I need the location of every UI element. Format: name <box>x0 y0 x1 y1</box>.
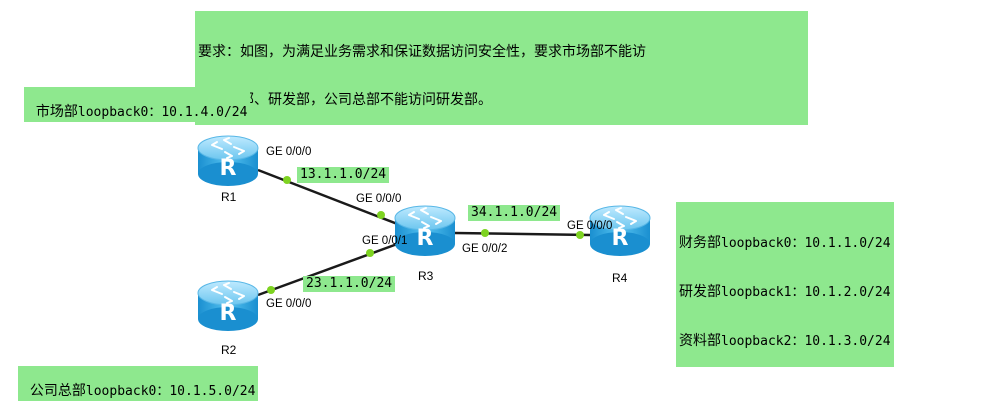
port-dot-r3-ge2 <box>481 229 489 237</box>
port-label-r4: GE 0/0/0 <box>567 220 613 232</box>
subnet-r3-r4: 34.1.1.0/24 <box>468 205 561 221</box>
rnd-dept-name: 研发部 <box>679 284 721 300</box>
router-name-r3: R3 <box>418 269 434 283</box>
port-label-r3-ge0: GE 0/0/0 <box>356 193 402 205</box>
hq-dept-name: 公司总部 <box>29 383 86 399</box>
link-r2-r3 <box>257 241 401 297</box>
router-icon-r3[interactable] <box>394 205 456 257</box>
data-dept-row: 资料部loopback2：10.1.3.0/24 <box>679 333 891 350</box>
router-name-r2: R2 <box>221 343 237 357</box>
finance-dept-addr: loopback0：10.1.1.0/24 <box>721 236 891 251</box>
market-dept-name: 市场部 <box>35 104 78 120</box>
hq-dept-label: 公司总部loopback0：10.1.5.0/24 <box>18 366 259 401</box>
router-icon-r1[interactable] <box>197 135 259 187</box>
market-dept-label: 市场部loopback0：10.1.4.0/24 <box>24 87 251 122</box>
router-icon-r2[interactable] <box>197 280 259 332</box>
requirement-line-1: 要求：如图，为满足业务需求和保证数据访问安全性，要求市场部不能访 <box>198 44 646 60</box>
hq-dept-addr: loopback0：10.1.5.0/24 <box>85 384 256 399</box>
data-dept-addr: loopback2：10.1.3.0/24 <box>721 334 891 349</box>
rnd-dept-row: 研发部loopback1：10.1.2.0/24 <box>679 284 891 301</box>
port-dot-r3-ge1 <box>366 249 374 257</box>
link-r1-r3 <box>257 168 401 227</box>
port-dot-r2 <box>267 286 275 294</box>
link-r3-r4 <box>454 231 591 237</box>
requirement-line-2: 问财务部、研发部，公司总部不能访问研发部。 <box>198 92 492 108</box>
r4-dept-labels: 财务部loopback0：10.1.1.0/24 研发部loopback1：10… <box>676 202 894 367</box>
port-label-r1: GE 0/0/0 <box>266 146 312 158</box>
subnet-r1-r3: 13.1.1.0/24 <box>297 167 390 183</box>
data-dept-name: 资料部 <box>679 333 721 349</box>
requirement-note: 要求：如图，为满足业务需求和保证数据访问安全性，要求市场部不能访 问财务部、研发… <box>195 11 808 125</box>
router-name-r4: R4 <box>612 271 628 285</box>
port-dot-r4 <box>576 231 584 239</box>
rnd-dept-addr: loopback1：10.1.2.0/24 <box>721 285 891 300</box>
market-dept-addr: loopback0：10.1.4.0/24 <box>77 105 248 120</box>
port-label-r3-ge2: GE 0/0/2 <box>462 243 508 255</box>
port-label-r3-ge1: GE 0/0/1 <box>362 235 408 247</box>
router-name-r1: R1 <box>221 190 237 204</box>
finance-dept-name: 财务部 <box>679 235 721 251</box>
port-dot-r3-ge0 <box>377 211 385 219</box>
subnet-r2-r3: 23.1.1.0/24 <box>303 276 396 292</box>
port-label-r2: GE 0/0/0 <box>266 298 312 310</box>
finance-dept-row: 财务部loopback0：10.1.1.0/24 <box>679 235 891 252</box>
port-dot-r1 <box>283 176 291 184</box>
